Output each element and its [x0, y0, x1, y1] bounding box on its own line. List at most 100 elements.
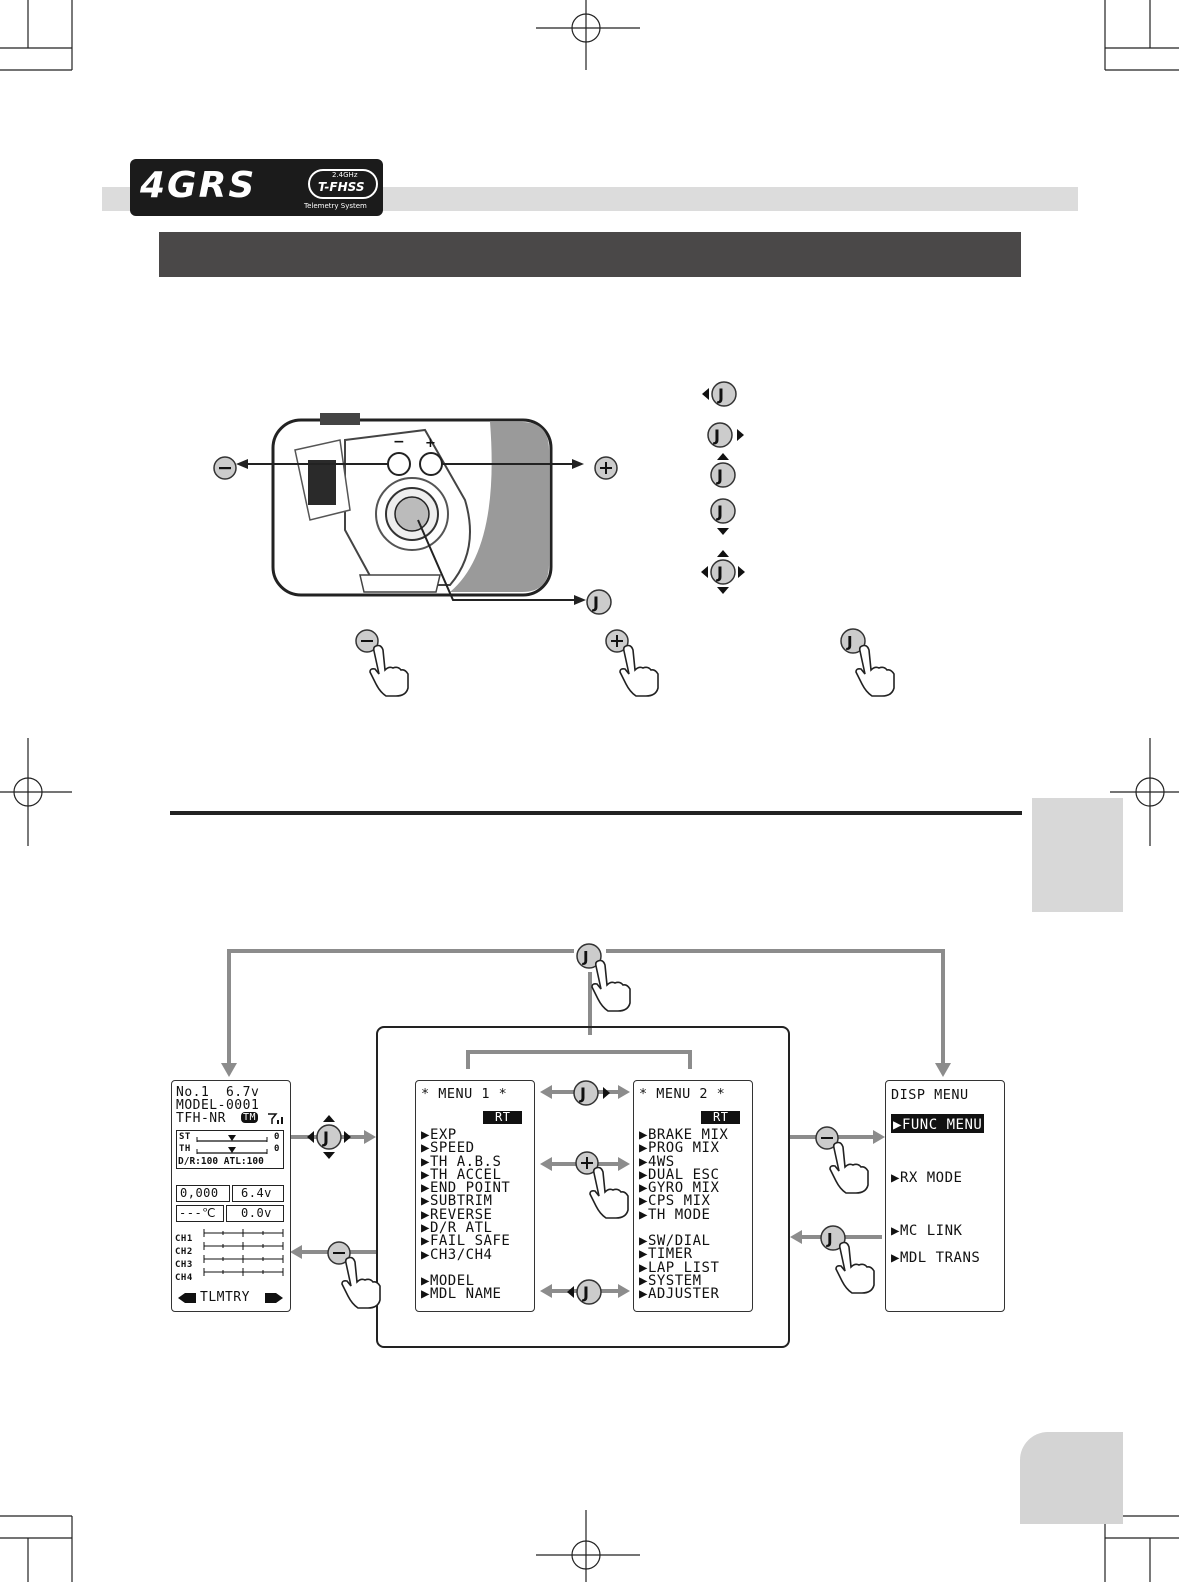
- menu2-item[interactable]: ▶4WS: [639, 1153, 675, 1170]
- disp-item-func-menu[interactable]: ▶FUNC MENU: [891, 1114, 985, 1133]
- tlmtry-right-arrow-icon: [265, 1293, 283, 1303]
- menu1-item[interactable]: ▶CH3/CH4: [421, 1246, 493, 1263]
- home-screen-lcd: No.1 6.7v MODEL-0001 TFH-NR TM ST 0 TH 0…: [171, 1080, 291, 1312]
- menu-container: [376, 1026, 790, 1348]
- menu1-rt-badge: RT: [483, 1111, 523, 1124]
- channel-row: CH4: [175, 1268, 284, 1283]
- flow-joystick-press-right-icon: J: [820, 1225, 875, 1294]
- svg-text:J: J: [713, 426, 720, 445]
- home-line1: No.1 6.7v: [176, 1085, 260, 1100]
- trim-bars: [196, 1135, 268, 1154]
- speed-box: 0,000: [176, 1185, 230, 1202]
- th-label: TH: [179, 1144, 191, 1154]
- menu1-item[interactable]: ▶SPEED: [421, 1140, 475, 1157]
- menu2-item[interactable]: ▶DUAL ESC: [639, 1166, 720, 1183]
- joystick-right-icon: J: [707, 422, 744, 448]
- disp-menu-lcd: DISP MENU ▶FUNC MENU ▶RX MODE ▶MC LINK ▶…: [885, 1080, 1005, 1312]
- flow-joystick-right-icon: J: [573, 1080, 610, 1106]
- joystick-down-icon: J: [710, 498, 736, 535]
- voltage2: 0.0v: [241, 1206, 272, 1220]
- menu1-item[interactable]: ▶EXP: [421, 1127, 457, 1143]
- tlmtry-left-arrow-icon: [178, 1293, 196, 1303]
- chapter-tab: [1032, 798, 1123, 912]
- svg-text:J: J: [322, 1128, 329, 1147]
- svg-text:J: J: [717, 385, 724, 404]
- voltage2-box: 0.0v: [226, 1205, 284, 1222]
- menu2-item[interactable]: ▶PROG MIX: [639, 1140, 720, 1157]
- temp-box: ---℃: [176, 1205, 224, 1222]
- menu2-item[interactable]: ▶CPS MIX: [639, 1193, 711, 1210]
- svg-text:J: J: [846, 633, 853, 651]
- minus-button-icon: [213, 456, 237, 480]
- flow-minus-press-left-icon: [327, 1241, 381, 1309]
- menu1-item[interactable]: ▶TH A.B.S: [421, 1153, 502, 1170]
- svg-text:J: J: [826, 1230, 833, 1248]
- voltage1: 6.4v: [241, 1186, 272, 1200]
- home-line2: MODEL-0001: [176, 1098, 260, 1113]
- tm-badge: TM: [241, 1112, 259, 1123]
- svg-text:J: J: [592, 593, 599, 612]
- menu1-item[interactable]: ▶SUBTRIM: [421, 1193, 493, 1210]
- home-line3: TFH-NR: [176, 1111, 226, 1126]
- disp-item-mdl-trans[interactable]: ▶MDL TRANS: [891, 1250, 981, 1266]
- section-divider: [170, 811, 1022, 815]
- menu1-item[interactable]: ▶END POINT: [421, 1180, 511, 1197]
- press-minus-hand-icon: [355, 629, 409, 697]
- svg-text:J: J: [716, 502, 723, 521]
- menu2-item[interactable]: ▶SW/DIAL: [639, 1233, 711, 1250]
- plus-button-icon: [594, 456, 618, 480]
- menu1-items: ▶EXP ▶SPEED ▶TH A.B.S ▶TH ACCEL ▶END POI…: [421, 1124, 511, 1303]
- dr-atl-line: D/R:100 ATL:100: [178, 1156, 264, 1167]
- svg-text:J: J: [579, 1084, 586, 1103]
- menu2-lcd: * MENU 2 * RT ▶BRAKE MIX ▶PROG MIX ▶4WS …: [633, 1080, 753, 1312]
- disp-menu-title: DISP MENU: [891, 1087, 969, 1103]
- flow-joystick-4way-icon: J: [307, 1115, 351, 1159]
- menu1-item[interactable]: ▶TH ACCEL: [421, 1166, 502, 1183]
- flow-plus-press-icon: [575, 1151, 629, 1219]
- menu2-title: * MENU 2 *: [639, 1086, 726, 1102]
- voltage1-box: 6.4v: [232, 1185, 284, 1202]
- press-plus-hand-icon: [605, 629, 659, 697]
- flow-minus-press-right-icon: [815, 1126, 869, 1194]
- logo-tfhss-badge: 2.4GHz T-FHSS: [308, 169, 378, 199]
- menu1-item[interactable]: ▶MODEL: [421, 1272, 475, 1289]
- joystick-left-icon: J: [702, 381, 737, 407]
- logo-freq: 2.4GHz: [332, 171, 358, 179]
- menu2-item[interactable]: ▶LAP LIST: [639, 1259, 720, 1276]
- menu2-item[interactable]: ▶TH MODE: [639, 1206, 711, 1223]
- signal-icon: [268, 1113, 283, 1124]
- joystick-4way-icon: J: [701, 550, 745, 594]
- menu2-rt-badge: RT: [701, 1111, 741, 1124]
- menu2-item[interactable]: ▶ADJUSTER: [639, 1286, 720, 1303]
- menu1-item[interactable]: ▶FAIL SAFE: [421, 1233, 511, 1250]
- menu1-item[interactable]: ▶MDL NAME: [421, 1286, 502, 1303]
- flow-joystick-press-icon: J: [576, 943, 631, 1012]
- logo-protocol: T-FHSS: [318, 180, 365, 194]
- tlmtry-footer: TLMTRY: [200, 1290, 250, 1305]
- disp-item-rx-mode[interactable]: ▶RX MODE: [891, 1170, 963, 1186]
- svg-text:J: J: [582, 948, 589, 966]
- menu1-item[interactable]: ▶D/R ATL: [421, 1220, 493, 1237]
- transmitter-illustration: − +: [236, 413, 586, 605]
- joystick-button-icon: J: [586, 589, 612, 615]
- channel-list: CH1 CH2 CH3 CH4: [175, 1226, 287, 1283]
- svg-text:J: J: [716, 466, 723, 485]
- menu2-item[interactable]: ▶GYRO MIX: [639, 1180, 720, 1197]
- press-joystick-hand-icon: J: [840, 628, 895, 697]
- svg-text:J: J: [582, 1283, 589, 1302]
- disp-item-mc-link[interactable]: ▶MC LINK: [891, 1223, 963, 1239]
- menu2-item[interactable]: ▶BRAKE MIX: [639, 1127, 729, 1143]
- flow-joystick-left-icon: J: [567, 1279, 602, 1305]
- channel-row: CH2: [175, 1242, 284, 1257]
- menu1-lcd: * MENU 1 * RT ▶EXP ▶SPEED ▶TH A.B.S ▶TH …: [415, 1080, 535, 1312]
- menu2-items: ▶BRAKE MIX ▶PROG MIX ▶4WS ▶DUAL ESC ▶GYR…: [639, 1124, 729, 1303]
- trim-panel: ST 0 TH 0 D/R:100 ATL:100: [176, 1130, 284, 1169]
- section-title-bar: [159, 232, 1021, 277]
- st-label: ST: [179, 1132, 191, 1142]
- svg-text:+: +: [425, 436, 436, 451]
- menu2-item[interactable]: ▶TIMER: [639, 1246, 693, 1263]
- menu1-item[interactable]: ▶REVERSE: [421, 1206, 493, 1223]
- channel-row: CH1: [175, 1229, 284, 1244]
- th-value: 0: [274, 1144, 280, 1154]
- menu2-item[interactable]: ▶SYSTEM: [639, 1272, 702, 1289]
